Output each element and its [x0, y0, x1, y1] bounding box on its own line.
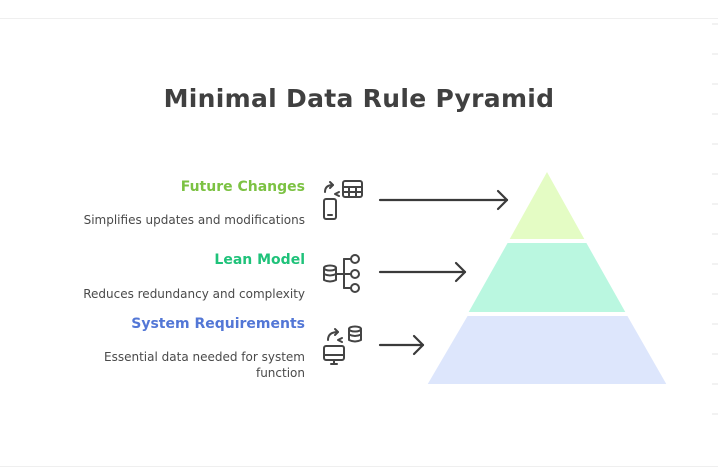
level-description-system-requirements: Essential data needed for system functio… [104, 350, 305, 380]
pyramid-tier-system-requirements [424, 314, 670, 386]
pyramid-tier-lean-model [465, 241, 629, 314]
diagram-title: Minimal Data Rule Pyramid [163, 84, 555, 113]
arrow-system-requirements-head [412, 334, 425, 356]
right-edge-ticks [712, 23, 718, 415]
level-title-future-changes: Future Changes [180, 179, 305, 195]
level-title-lean-model: Lean Model [214, 252, 305, 268]
level-title-system-requirements: System Requirements [131, 316, 305, 332]
level-description-future-changes: Simplifies updates and modifications [83, 213, 305, 227]
pyramid-tier-future-changes [506, 167, 588, 241]
database-hierarchy-icon [323, 254, 360, 293]
devices-sync-icon [323, 180, 363, 220]
level-description-lean-model: Reduces redundancy and complexity [83, 287, 305, 301]
database-monitor-sync-icon [323, 325, 362, 365]
top-border [0, 18, 718, 19]
bottom-border [0, 466, 718, 467]
arrow-future-changes-head [496, 189, 509, 211]
arrow-lean-model-head [454, 261, 467, 283]
